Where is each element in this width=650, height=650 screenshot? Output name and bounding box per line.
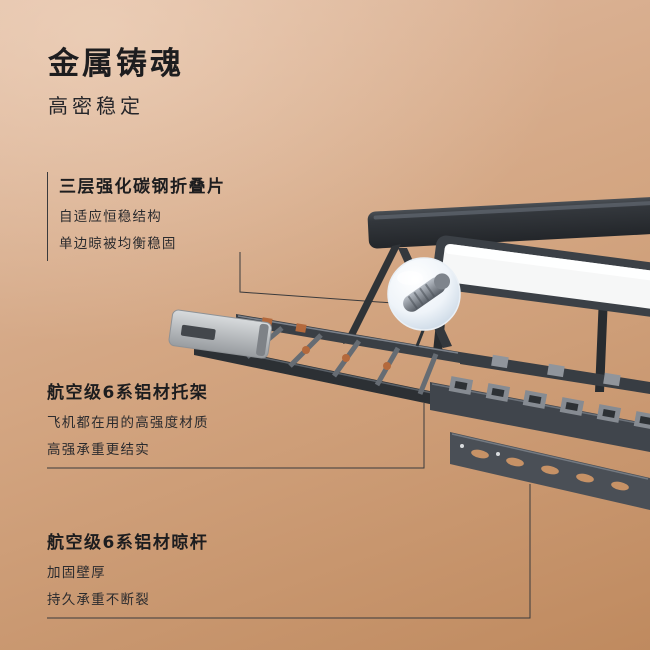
page-title: 金属铸魂 [48,46,184,82]
page-subtitle: 高密稳定 [48,94,144,118]
folding-plate-detail [403,273,451,312]
feature-bracket: 航空级6系铝材托架 飞机都在用的高强度材质 高强承重更结实 [47,378,209,467]
drying-rods [430,352,650,510]
feature-line: 飞机都在用的高强度材质 [47,415,209,431]
leader-line-folding-plate [239,252,394,304]
feature-heading: 航空级6系铝材托架 [47,383,209,403]
feature-rod: 航空级6系铝材晾杆 加固壁厚 持久承重不断裂 [47,528,208,617]
bracket-clip-modules [448,376,650,430]
feature-heading: 三层强化碳钢折叠片 [59,177,226,197]
rod-vent-holes [471,449,629,491]
leader-line-bracket [47,403,425,469]
feature-line: 持久承重不断裂 [47,591,150,608]
feature-line: 单边晾被均衡稳固 [59,235,177,252]
folding-arm-left [343,244,401,344]
led-light-panel [431,235,650,318]
folding-plate-lens [387,257,461,347]
feature-folding-plate: 三层强化碳钢折叠片 自适应恒稳结构 单边晾被均衡稳固 [47,172,226,262]
feature-line: 自适应恒稳结构 [59,209,162,225]
feature-line: 高强承重更结实 [47,441,150,458]
motor-box [168,309,273,359]
leader-line-rod [47,484,531,619]
feature-line: 加固壁厚 [47,565,106,581]
feature-heading: 航空级6系铝材晾杆 [47,533,209,553]
ceiling-host-unit [367,197,650,249]
